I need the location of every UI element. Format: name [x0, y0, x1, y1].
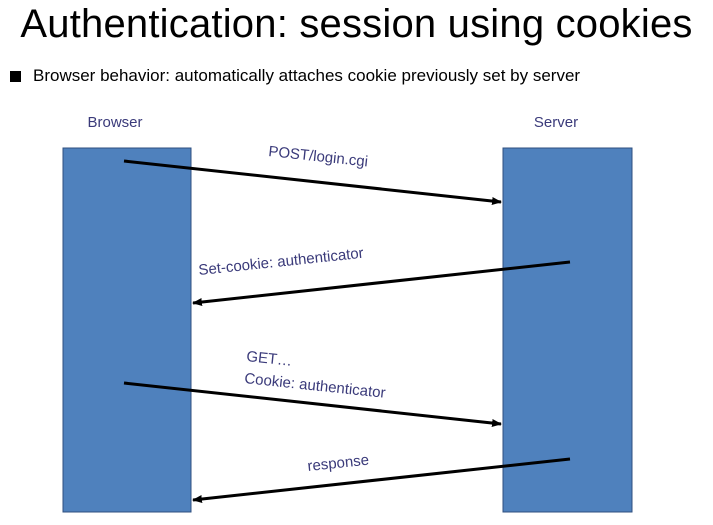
arrow-set-cookie: [192, 260, 571, 307]
label-post-login: POST/login.cgi: [268, 143, 369, 170]
arrow-response: [192, 457, 571, 504]
browser-box: [62, 147, 192, 513]
slide-title: Authentication: session using cookies: [20, 2, 693, 46]
server-label: Server: [534, 114, 578, 131]
arrow-get: [123, 381, 502, 428]
black-square-bullet-icon: [10, 70, 21, 82]
browser-label: Browser: [87, 114, 142, 131]
bullet-text: Browser behavior: automatically attaches…: [33, 66, 581, 85]
arrow-post-login: [123, 159, 502, 206]
label-get: GET…: [246, 348, 293, 370]
label-set-cookie: Set-cookie: authenticator: [198, 245, 365, 279]
label-response: response: [307, 452, 370, 475]
server-box: [502, 147, 633, 513]
bullet-item: Browser behavior: automatically attaches…: [10, 66, 580, 86]
